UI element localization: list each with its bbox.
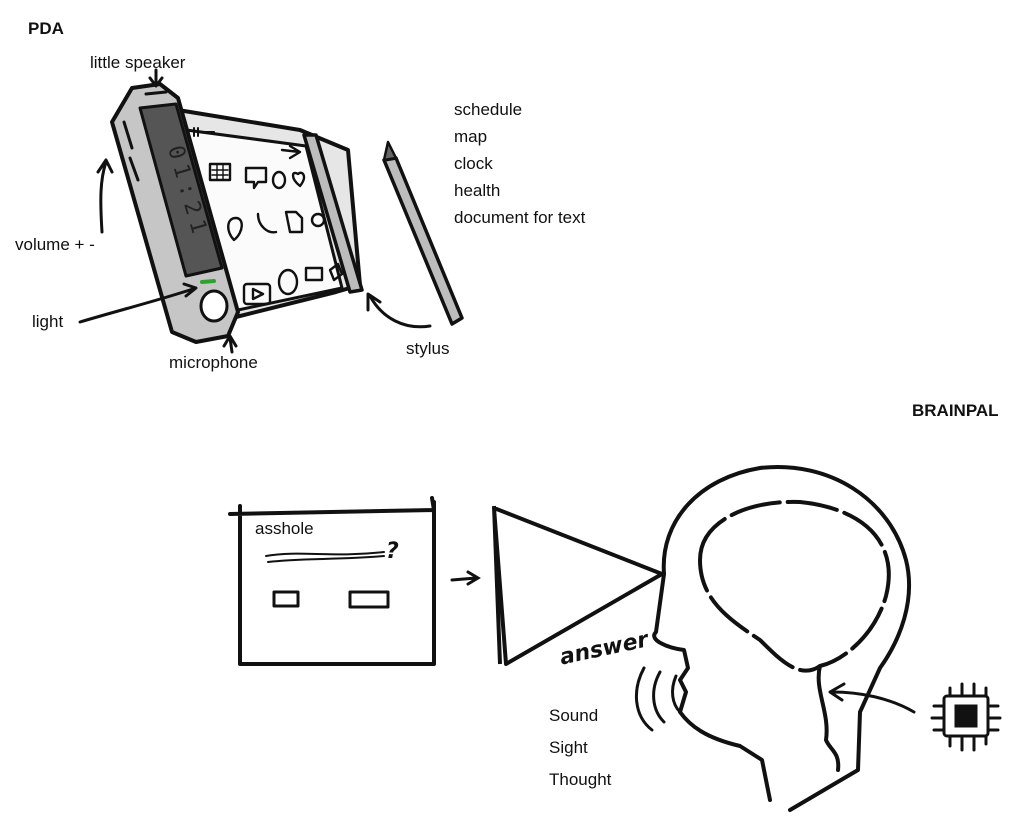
pda-feature-list: schedule map clock health document for t…	[454, 96, 585, 231]
speaker-slit	[144, 90, 168, 96]
arrow-to-microphone	[222, 334, 238, 354]
pda-light-indicator	[200, 279, 216, 284]
label-stylus: stylus	[406, 339, 450, 358]
arrow-chip-to-head	[828, 682, 916, 714]
volume-slot-up	[122, 120, 134, 150]
calendar-icon	[208, 162, 232, 182]
pda-app-icons	[208, 144, 344, 306]
question-scribble	[265, 551, 385, 563]
list-item: clock	[454, 154, 493, 173]
pda-time-display	[138, 102, 224, 278]
list-item: health	[454, 181, 501, 200]
dialog-button-right	[348, 590, 390, 609]
pda-section-title: PDA	[28, 19, 64, 38]
list-item: schedule	[454, 100, 523, 119]
question-mark: ?	[386, 539, 399, 564]
sound-waves	[634, 666, 682, 732]
brainpal-screen-text: asshole	[255, 519, 314, 538]
pda-home-button	[199, 289, 229, 323]
clock-icon	[271, 170, 287, 190]
list-item: Thought	[549, 770, 612, 789]
pda-device	[110, 82, 364, 344]
projector-triangle	[492, 505, 664, 666]
list-item: Sound	[549, 706, 599, 725]
phone-icon	[256, 212, 278, 234]
chat-icon	[244, 166, 268, 190]
brainpal-section-title: BRAINPAL	[912, 401, 999, 420]
dialog-button-left	[272, 590, 300, 608]
list-item: map	[454, 127, 488, 146]
brain-stem	[816, 664, 841, 772]
arrow-to-stylus	[366, 292, 432, 329]
arrows-icon	[280, 144, 302, 160]
arrow-to-speaker	[148, 68, 164, 88]
arrow-to-projector	[450, 570, 481, 586]
label-volume: volume + -	[15, 235, 95, 254]
volume-slot-down	[128, 156, 140, 182]
play-icon	[242, 282, 272, 306]
stylus	[382, 140, 464, 326]
label-light: light	[32, 312, 64, 331]
sense-list: Sound Sight Thought	[549, 700, 611, 796]
brain-outline	[698, 499, 891, 673]
list-item: document for text	[454, 208, 586, 227]
music-icon	[277, 268, 299, 296]
label-little-speaker: little speaker	[90, 53, 186, 72]
camera-icon	[304, 266, 324, 282]
pda-arrows	[78, 68, 432, 354]
head-silhouette	[652, 465, 912, 812]
brainpal-screen	[228, 496, 436, 666]
settings-icon	[328, 262, 344, 282]
document-icon	[284, 210, 304, 234]
map-pin-icon	[227, 216, 243, 242]
list-item: Sight	[549, 738, 588, 757]
heart-icon	[291, 171, 306, 188]
contact-icon	[310, 212, 326, 228]
arrow-to-volume	[96, 158, 114, 234]
chip-icon	[930, 682, 1002, 752]
label-microphone: microphone	[169, 353, 258, 372]
arrow-to-light	[78, 282, 198, 324]
